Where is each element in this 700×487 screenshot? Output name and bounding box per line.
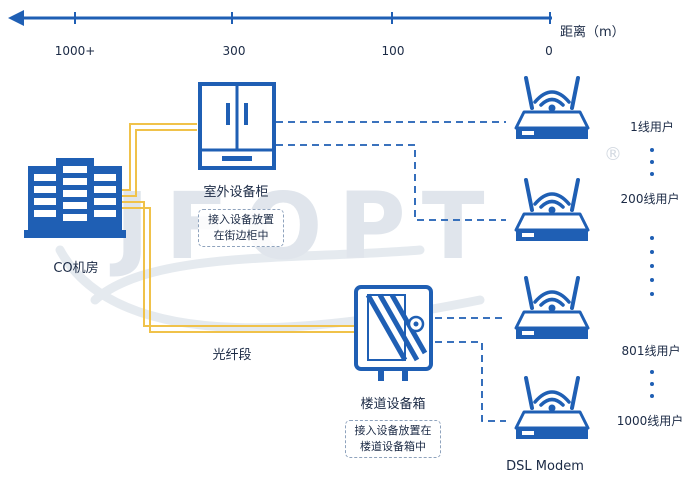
router-icon	[514, 376, 590, 439]
user-label-1: 1线用户	[630, 120, 674, 134]
building-box-icon	[354, 285, 433, 381]
cabinet-note-line-2: 在街边柜中	[213, 229, 269, 242]
building-label: 楼道设备箱	[360, 397, 426, 412]
router-icon	[514, 76, 590, 139]
distance-axis	[8, 10, 552, 26]
user-label-1000: 1000线用户	[616, 414, 684, 428]
co-label: CO机房	[53, 261, 99, 276]
outdoor-cabinet-icon	[198, 82, 276, 170]
watermark: JFOPT ®	[55, 144, 622, 333]
axis-tick-1000plus: 1000+	[54, 44, 96, 58]
cabinet-note-line-1: 接入设备放置	[208, 213, 274, 226]
building-note-line-1: 接入设备放置在	[354, 424, 432, 437]
axis-tick-300: 300	[222, 44, 246, 58]
router-icon	[514, 276, 590, 339]
copper-lines	[276, 121, 506, 422]
cabinet-note: 接入设备放置 在街边柜中	[198, 209, 284, 247]
building-note-line-2: 楼道设备箱中	[360, 440, 426, 453]
server-rack-icon	[24, 158, 126, 238]
building-note: 接入设备放置在 楼道设备箱中	[345, 420, 441, 458]
axis-tick-0: 0	[545, 44, 553, 58]
cabinet-label: 室外设备柜	[203, 185, 269, 200]
svg-text:JFOPT: JFOPT	[109, 173, 500, 280]
user-label-200: 200线用户	[620, 192, 680, 206]
modem-label: DSL Modem	[506, 459, 584, 474]
axis-title: 距离（m）	[560, 25, 625, 40]
router-group	[514, 76, 590, 439]
user-dots	[650, 148, 654, 398]
svg-text:®: ®	[604, 144, 622, 165]
fiber-label: 光纤段	[212, 348, 252, 363]
router-icon	[514, 178, 590, 241]
axis-tick-100: 100	[381, 44, 405, 58]
user-label-801: 801线用户	[621, 344, 681, 358]
